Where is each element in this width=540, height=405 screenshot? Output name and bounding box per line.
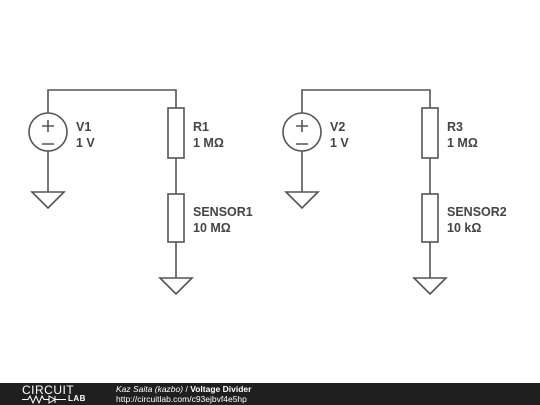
circuitlab-logo[interactable]: CIRCUIT LAB: [22, 384, 94, 404]
label-sensor1-name: SENSOR1: [193, 205, 253, 219]
resistor-r1[interactable]: [167, 107, 185, 159]
label-v1-name: V1: [76, 120, 91, 134]
circuit-left: V1 1 V R1 1 MΩ SENSOR1 10 MΩ: [28, 89, 253, 296]
resistor-sensor2[interactable]: [421, 193, 439, 243]
ground-symbol-sensor1: [158, 277, 194, 296]
label-r3-name: R3: [447, 120, 463, 134]
author-name[interactable]: Kaz Saita (kazbo): [116, 384, 184, 394]
schematic: V1 1 V R1 1 MΩ SENSOR1 10 MΩ V2: [28, 89, 507, 296]
circuit-right: V2 1 V R3 1 MΩ SENSOR2 10 kΩ: [282, 89, 507, 296]
label-r3-value: 1 MΩ: [447, 136, 478, 150]
circuit-title[interactable]: Voltage Divider: [190, 384, 252, 394]
ground-symbol-v2: [284, 191, 320, 210]
footer-bar: CIRCUIT LAB Kaz Saita (kazbo) / Voltage …: [0, 383, 540, 405]
label-r1-value: 1 MΩ: [193, 136, 224, 150]
label-v2-value: 1 V: [330, 136, 349, 150]
label-r1-name: R1: [193, 120, 209, 134]
voltage-source-v2[interactable]: [282, 112, 322, 152]
label-sensor2-name: SENSOR2: [447, 205, 507, 219]
credit-separator: /: [183, 384, 191, 394]
footer-credit: Kaz Saita (kazbo) / Voltage Divider: [116, 384, 251, 394]
label-sensor2-value: 10 kΩ: [447, 221, 481, 235]
logo-text-circuit: CIRCUIT: [22, 383, 75, 397]
resistor-sensor1[interactable]: [167, 193, 185, 243]
label-v1-value: 1 V: [76, 136, 95, 150]
logo-text-lab: LAB: [68, 394, 86, 403]
resistor-r3[interactable]: [421, 107, 439, 159]
label-v2-name: V2: [330, 120, 345, 134]
voltage-source-v1[interactable]: [28, 112, 68, 152]
logo-resistor-diode-icon: [22, 395, 66, 404]
circuit-url-link[interactable]: http://circuitlab.com/c93ejbvf4e5hp: [116, 394, 247, 404]
ground-symbol-sensor2: [412, 277, 448, 296]
label-sensor1-value: 10 MΩ: [193, 221, 231, 235]
ground-symbol-v1: [30, 191, 66, 210]
wire-top-left: [47, 89, 177, 113]
wire-top-right: [301, 89, 431, 113]
